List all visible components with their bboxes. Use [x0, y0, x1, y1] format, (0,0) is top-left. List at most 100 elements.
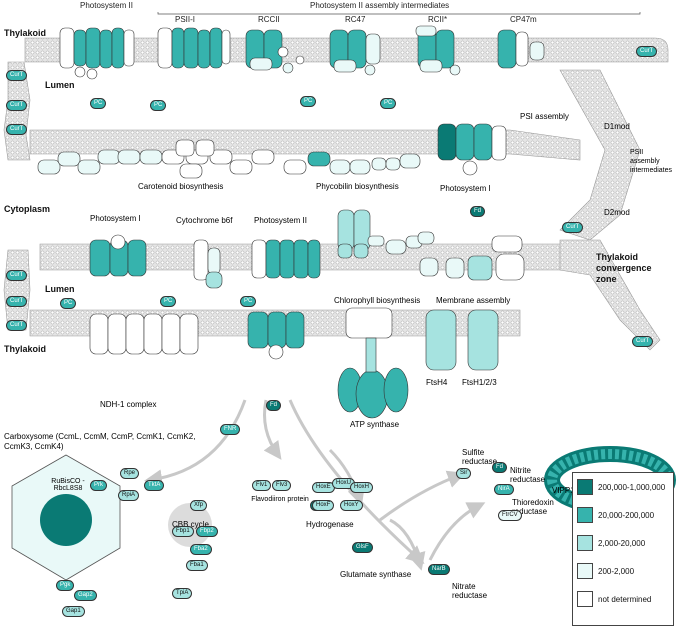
carotenoid-proteins — [37, 139, 275, 179]
label-d1mod: D1mod — [604, 122, 630, 131]
label-ndh: NDH-1 complex — [100, 400, 157, 409]
label-ftsh123: FtsH1/2/3 — [462, 378, 497, 387]
label-psii-i: PSII-I — [175, 15, 195, 24]
protein-rpia: RpiA — [118, 490, 140, 501]
label-nitrite: Nitrite reductase — [510, 466, 546, 484]
label-thylakoid-bottom: Thylakoid — [4, 344, 46, 354]
legend-row: 200-2,000 — [573, 557, 673, 585]
protein-tpia: TpiA — [172, 588, 193, 599]
protein-curt-4: CurT — [6, 270, 28, 281]
label-photosystem-i-left: Photosystem I — [90, 214, 141, 223]
membrane-left-lower-wall — [3, 249, 31, 331]
protein-sir: Sir — [456, 468, 472, 479]
label-photosystem-ii-top: Photosystem II — [80, 1, 133, 10]
label-photosystem-i-mid: Photosystem I — [440, 184, 491, 193]
protein-curt-5: CurT — [6, 296, 28, 307]
legend-swatch — [577, 535, 593, 551]
label-glutamate: Glutamate synthase — [340, 570, 412, 579]
protein-pc-2: PC — [150, 100, 167, 111]
legend-label: 2,000-20,000 — [598, 538, 646, 548]
protein-curt-7: CurT — [636, 46, 658, 57]
protein-pc-3: PC — [300, 96, 317, 107]
label-thylakoid-top: Thylakoid — [4, 28, 46, 38]
protein-curt-9: CurT — [632, 336, 654, 347]
label-chlorophyll: Chlorophyll biosynthesis — [334, 296, 421, 305]
protein-xfp: Xfp — [190, 500, 208, 511]
protein-pc-6: PC — [160, 296, 177, 307]
protein-fd-3: Fd — [492, 462, 508, 473]
protein-rpe: Rpe — [120, 468, 140, 479]
label-rc47: RC47 — [345, 15, 366, 24]
cytochrome-b6f-complex — [193, 239, 223, 289]
protein-ftrcv: FtrCV — [498, 510, 522, 521]
legend-swatch — [577, 563, 593, 579]
legend-box: 200,000-1,000,000 20,000-200,000 2,000-20,… — [572, 472, 674, 626]
phycobilin-proteins — [283, 151, 421, 175]
label-carboxysome: Carboxysome (CcmL, CcmM, CcmP, CcmK1, Cc… — [4, 432, 196, 451]
label-d2mod: D2mod — [604, 208, 630, 217]
membrane-convergence-branch — [559, 239, 661, 351]
legend-label: not determined — [598, 594, 652, 604]
cp47m-complex — [497, 29, 545, 69]
label-sulfite: Sulfite reductase — [462, 448, 498, 466]
legend-row: 20,000-200,000 — [573, 501, 673, 529]
legend-label: 200-2,000 — [598, 566, 635, 576]
legend-row: 200,000-1,000,000 — [573, 473, 673, 501]
legend-swatch — [577, 507, 593, 523]
rc47-complex — [329, 29, 381, 76]
legend-label: 200,000-1,000,000 — [598, 482, 666, 492]
legend-row: not determined — [573, 585, 673, 613]
protein-pgk: Pgk — [56, 580, 75, 591]
label-atp: ATP synthase — [350, 420, 400, 429]
label-rcii-star: RCII* — [428, 15, 447, 24]
label-photosystem-ii-mid: Photosystem II — [254, 216, 307, 225]
protein-nira: NirA — [494, 484, 514, 495]
psii-i-complex — [157, 27, 231, 69]
metabolic-arrows — [144, 399, 486, 571]
label-thioredoxin: Thioredoxin reductase — [512, 498, 554, 516]
protein-fd-1: Fd — [266, 400, 282, 411]
protein-flv1: Flv1 — [252, 480, 272, 491]
photosystem-i-mid-complex — [437, 123, 507, 176]
photosystem-i-bottom-complex — [247, 311, 305, 360]
protein-fd-4: Fd — [470, 206, 486, 217]
protein-pc-1: PC — [90, 98, 107, 109]
carboxysome-shape — [11, 454, 212, 581]
legend-label: 20,000-200,000 — [598, 510, 655, 520]
label-vipp1: VIPP1 — [552, 486, 575, 495]
label-rubisco: RuBisCO - RbcL8S8 — [51, 478, 85, 492]
photosystem-i-left-complex — [89, 234, 147, 277]
label-lumen-top: Lumen — [45, 80, 75, 90]
label-cytoplasm: Cytoplasm — [4, 204, 50, 214]
protein-hoxh: HoxH — [350, 482, 374, 493]
label-phycobilin: Phycobilin biosynthesis — [316, 182, 399, 191]
protein-curt-8: CurT — [562, 222, 584, 233]
protein-curt-3: CurT — [6, 124, 28, 135]
label-psii-assembly-right: PSII assembly intermediates — [630, 149, 673, 174]
atp-synthase-shape — [337, 307, 409, 419]
legend-swatch — [577, 479, 593, 495]
label-psii-assembly: Photosystem II assembly intermediates — [310, 1, 449, 10]
region-labels: Thylakoid Lumen Cytoplasm Lumen Thylakoi… — [4, 28, 652, 354]
protein-fbp1: Fbp1 — [172, 526, 194, 537]
protein-glsf: GlsF — [352, 542, 373, 553]
protein-pc-5: PC — [60, 298, 77, 309]
membrane-assembly-proteins — [419, 235, 525, 281]
protein-fbp2: Fbp2 — [196, 526, 218, 537]
protein-narb: NarB — [428, 564, 450, 575]
protein-hoxf: HoxF — [312, 500, 335, 511]
legend-row: 2,000-20,000 — [573, 529, 673, 557]
rcii-star-complex — [415, 25, 461, 76]
label-membrane-assembly: Membrane assembly — [436, 296, 511, 305]
protein-hoxy: HoxY — [340, 500, 363, 511]
psii-top-complex — [59, 27, 135, 80]
chlorophyll-proteins — [337, 209, 435, 259]
top-headers: Photosystem II Photosystem II assembly i… — [80, 1, 641, 24]
label-carotenoid: Carotenoid biosynthesis — [138, 182, 224, 191]
label-flavodiiron: Flavodiiron protein — [251, 496, 309, 503]
protein-gap1: Gap1 — [62, 606, 85, 617]
rccii-complex — [245, 29, 305, 74]
protein-curt-2: CurT — [6, 100, 28, 111]
